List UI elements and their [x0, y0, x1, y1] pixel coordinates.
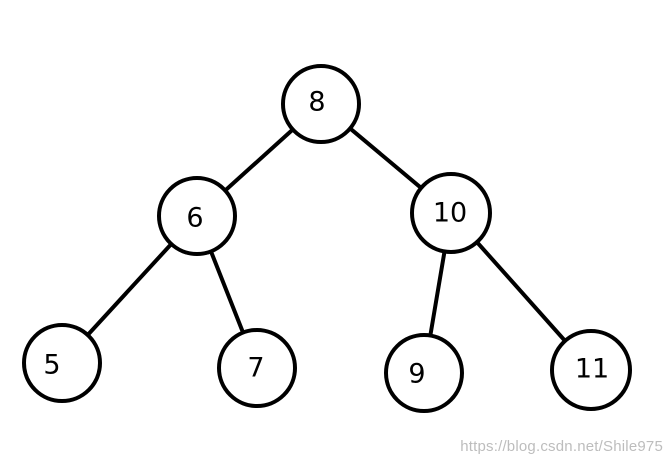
edge-n8-n6: [223, 127, 295, 193]
node-circle: [550, 329, 632, 411]
node-circle: [410, 172, 492, 254]
edge-n6-n5: [85, 241, 174, 338]
tree-node-11: 11: [550, 329, 632, 411]
edge-n6-n7: [208, 249, 246, 335]
node-label: 10: [433, 198, 467, 229]
edge-n10-n9: [428, 249, 447, 338]
tree-node-9: 9: [384, 333, 464, 413]
node-label: 6: [186, 203, 203, 234]
node-label: 11: [575, 354, 609, 385]
tree-node-8: 8: [281, 64, 361, 144]
tree-node-10: 10: [410, 172, 492, 254]
tree-node-7: 7: [217, 328, 297, 408]
node-circle: [157, 176, 237, 256]
node-circle: [22, 323, 102, 403]
node-circle: [384, 333, 464, 413]
node-label: 5: [43, 350, 60, 381]
nodes-layer: 8 6 10 5 7 9 11: [22, 64, 632, 413]
node-circle: [217, 328, 297, 408]
node-label: 8: [308, 87, 325, 118]
node-label: 7: [247, 353, 264, 384]
tree-node-6: 6: [157, 176, 237, 256]
tree-node-5: 5: [22, 323, 102, 403]
node-circle: [281, 64, 361, 144]
edge-n10-n11: [474, 240, 568, 343]
watermark-text: https://blog.csdn.net/Shile975: [460, 438, 663, 455]
node-label: 9: [408, 359, 425, 390]
edges-layer: [85, 126, 568, 343]
edge-n8-n10: [348, 126, 424, 190]
